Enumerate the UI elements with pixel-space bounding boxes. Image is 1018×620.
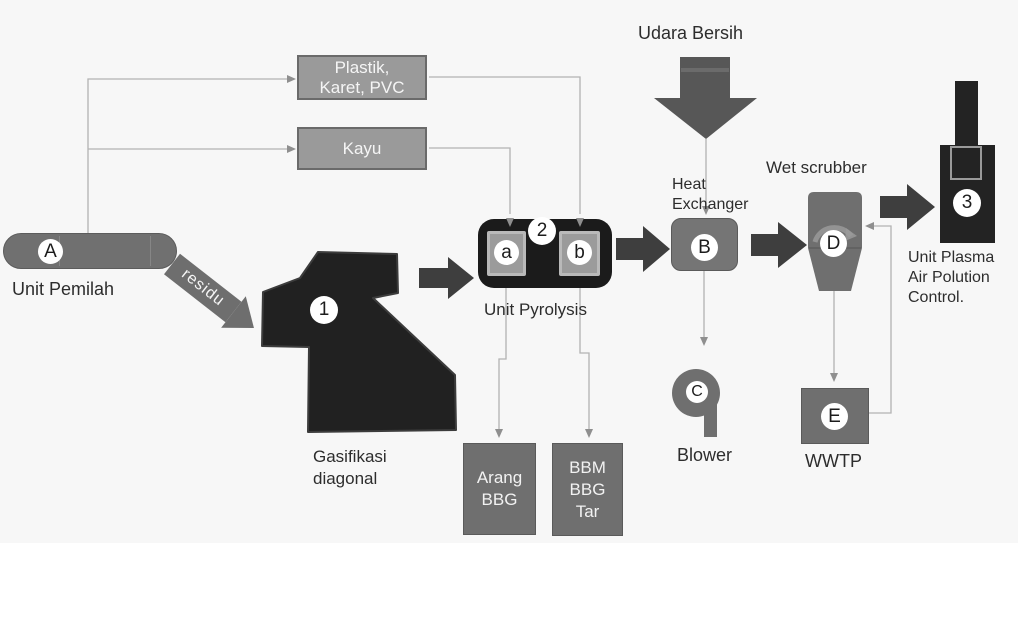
gasifier-label: Gasifikasi diagonal: [313, 446, 387, 490]
unit-pemilah-node: [3, 233, 177, 269]
unit-pemilah-letter: A: [44, 240, 57, 262]
kayu-label: Kayu: [342, 138, 382, 158]
circle-a-chamber: a: [494, 240, 519, 265]
wwtp-label: WWTP: [805, 451, 862, 471]
heat-exchanger-letter: B: [698, 236, 711, 258]
circle-b-heat-exchanger: B: [691, 234, 718, 261]
udara-bersih-label: Udara Bersih: [638, 23, 744, 43]
circle-e-wwtp: E: [821, 403, 848, 430]
gasifier-label-line2: diagonal: [313, 469, 378, 488]
unit-pemilah-label: Unit Pemilah: [12, 279, 115, 299]
gasifier-label-line1: Gasifikasi: [313, 447, 387, 466]
blower-letter: C: [691, 383, 703, 400]
wwtp-letter: E: [828, 405, 841, 427]
plastik-line2: Karet, PVC: [319, 77, 405, 97]
bbm-line3: Tar: [575, 501, 600, 521]
arang-line1: Arang: [476, 468, 523, 487]
arang-bbg-box: Arang BBG: [463, 443, 536, 535]
bbm-line2: BBG: [569, 479, 606, 499]
bbm-line1: BBM: [569, 457, 606, 477]
circle-1-gasifier: 1: [310, 296, 338, 324]
heat-exchanger-label: Heat Exchanger: [672, 175, 749, 215]
plasma-label: Unit Plasma Air Polution Control.: [908, 248, 994, 308]
circle-a-unit-pemilah: A: [38, 239, 63, 264]
blower-label: Blower: [677, 445, 733, 465]
plastik-line1: Plastik,: [334, 57, 390, 77]
plasma-label-line1: Unit Plasma: [908, 249, 995, 266]
circle-3-plasma: 3: [953, 189, 981, 217]
wet-scrubber-letter: D: [826, 232, 841, 254]
heat-exchanger-label-line2: Exchanger: [672, 196, 749, 213]
gasifier-number: 1: [318, 299, 330, 320]
plasma-number: 3: [961, 192, 973, 213]
arang-line2: BBG: [481, 490, 518, 509]
heat-exchanger-label-line1: Heat: [672, 176, 706, 193]
pill-seam-right: [150, 236, 151, 266]
plastik-box: Plastik, Karet, PVC: [297, 55, 427, 100]
pyrolysis-number: 2: [536, 220, 548, 241]
chamber-a-letter: a: [501, 241, 512, 263]
wet-scrubber-label: Wet scrubber: [766, 158, 867, 177]
circle-d-wet-scrubber: D: [820, 230, 847, 257]
circle-c-blower: C: [686, 381, 708, 403]
circle-b-chamber: b: [567, 240, 592, 265]
kayu-box: Kayu: [297, 127, 427, 170]
plasma-label-line3: Control.: [908, 289, 965, 306]
plasma-label-line2: Air Polution: [908, 269, 990, 286]
unit-pyrolysis-label: Unit Pyrolysis: [484, 300, 587, 319]
bbm-bbg-tar-box: BBM BBG Tar: [552, 443, 623, 536]
chamber-b-letter: b: [574, 241, 585, 263]
circle-2-pyrolysis: 2: [528, 217, 556, 245]
